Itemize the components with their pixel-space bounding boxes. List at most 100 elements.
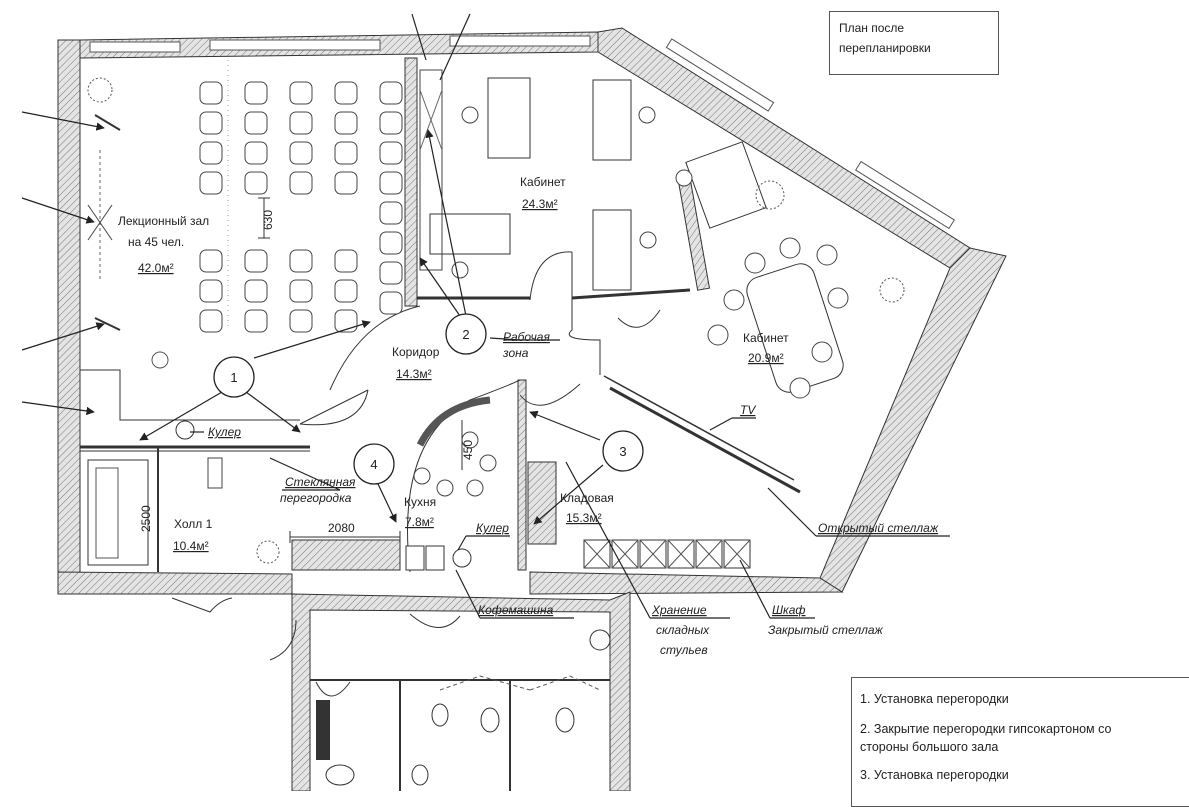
chair [199, 309, 223, 333]
callout-1: 1 [213, 356, 255, 398]
chair-storage-line1: Хранение [651, 603, 707, 617]
hall-area: 10.4м² [173, 539, 209, 553]
lecture-decor [87, 50, 229, 440]
chair [289, 309, 313, 333]
chair [379, 141, 403, 165]
chair [199, 141, 223, 165]
rack-cell [723, 539, 751, 569]
hall-name: Холл 1 [174, 517, 213, 531]
chair [334, 111, 358, 135]
lecture-name-line1: Лекционный зал [118, 214, 209, 228]
chair [379, 261, 403, 285]
chair [379, 171, 403, 195]
glass-partition-line2: перегородка [280, 491, 352, 505]
workzone-line2: зона [502, 346, 529, 360]
storage-furniture [527, 461, 751, 569]
lecture-name-line2: на 45 чел. [128, 235, 184, 249]
callout-1-number: 1 [230, 370, 237, 385]
chair [244, 141, 268, 165]
cabinet2-area: 20.9м² [748, 351, 784, 365]
lecture-area: 42.0м² [138, 261, 174, 275]
kitchen-furniture [291, 396, 497, 571]
annotation-labels: Кулер Кулер Стеклянная перегородка TV От… [208, 403, 939, 657]
dimension-2500: 2500 [139, 505, 153, 532]
coffee-machine-label: Кофемашина [478, 603, 554, 617]
partitions [80, 57, 801, 573]
chair [289, 171, 313, 195]
rack-cell [695, 539, 723, 569]
chair [379, 291, 403, 315]
corridor-name: Коридор [392, 345, 440, 359]
chair [244, 309, 268, 333]
chair [289, 141, 313, 165]
chair [199, 279, 223, 303]
lecture-chairs [199, 81, 403, 333]
cabinet1-area: 24.3м² [522, 197, 558, 211]
note-2: 2. Закрытие перегородки гипсокартоном со… [860, 720, 1189, 756]
cabinet2-name: Кабинет [743, 331, 789, 345]
cooler-label-2: Кулер [476, 521, 509, 535]
chair [334, 81, 358, 105]
chair [289, 279, 313, 303]
chair [199, 81, 223, 105]
closed-rack-label: Закрытый стеллаж [768, 623, 884, 637]
closed-rack [583, 539, 751, 569]
note-2-line2: стороны большого зала [860, 740, 999, 754]
tv-label: TV [740, 403, 756, 417]
hall-furniture [87, 457, 280, 566]
chair [244, 249, 268, 273]
dimension-labels: 630 450 2500 2080 [139, 210, 475, 535]
chair [199, 111, 223, 135]
open-rack-label: Открытый стеллаж [818, 521, 939, 535]
plan-title-line1: План после [839, 21, 905, 35]
chair [334, 249, 358, 273]
leader-lines [21, 13, 950, 619]
callout-2: 2 [445, 313, 487, 355]
rack-cell [583, 539, 611, 569]
callout-3: 3 [602, 430, 644, 472]
cabinet2-furniture [707, 237, 905, 399]
note-2-line1: 2. Закрытие перегородки гипсокартоном со [860, 722, 1112, 736]
chair [199, 171, 223, 195]
rack-cell [639, 539, 667, 569]
notes-box: 1. Установка перегородки 2. Закрытие пер… [851, 677, 1189, 807]
storage-area: 15.3м² [566, 511, 602, 525]
callout-4: 4 [353, 443, 395, 485]
glass-partition-line1: Стеклянная [285, 475, 356, 489]
rack-cell [611, 539, 639, 569]
doors [171, 251, 661, 697]
workzone-line1: Рабочая [503, 330, 550, 344]
chair [379, 201, 403, 225]
plan-title-line2: перепланировки [839, 41, 931, 55]
room-labels: Лекционный зал на 45 чел. 42.0м² Кабинет… [118, 175, 789, 553]
chair [289, 111, 313, 135]
kitchen-area: 7.8м² [405, 515, 434, 529]
kitchen-name: Кухня [404, 495, 436, 509]
chair [244, 81, 268, 105]
storage-name: Кладовая [560, 491, 614, 505]
chair [289, 81, 313, 105]
cabinet1-name: Кабинет [520, 175, 566, 189]
dimension-630: 630 [261, 210, 275, 230]
note-1: 1. Установка перегородки [860, 692, 1009, 706]
plan-title-box: План после перепланировки [829, 11, 999, 75]
chair [379, 231, 403, 255]
cooler-label-1: Кулер [208, 425, 241, 439]
chair [379, 81, 403, 105]
note-3: 3. Установка перегородки [860, 768, 1009, 782]
corridor-area: 14.3м² [396, 367, 432, 381]
cabinet1-furniture [419, 69, 785, 291]
exterior-walls [57, 27, 1007, 791]
callout-4-number: 4 [370, 457, 377, 472]
chair [244, 171, 268, 195]
callout-2-number: 2 [462, 327, 469, 342]
chair [334, 171, 358, 195]
chair-storage-line3: стульев [660, 643, 708, 657]
cabinet-label: Шкаф [772, 603, 805, 617]
dimension-450: 450 [461, 440, 475, 460]
chair [334, 141, 358, 165]
chair [199, 249, 223, 273]
chair [289, 249, 313, 273]
chair [379, 111, 403, 135]
chair [244, 279, 268, 303]
